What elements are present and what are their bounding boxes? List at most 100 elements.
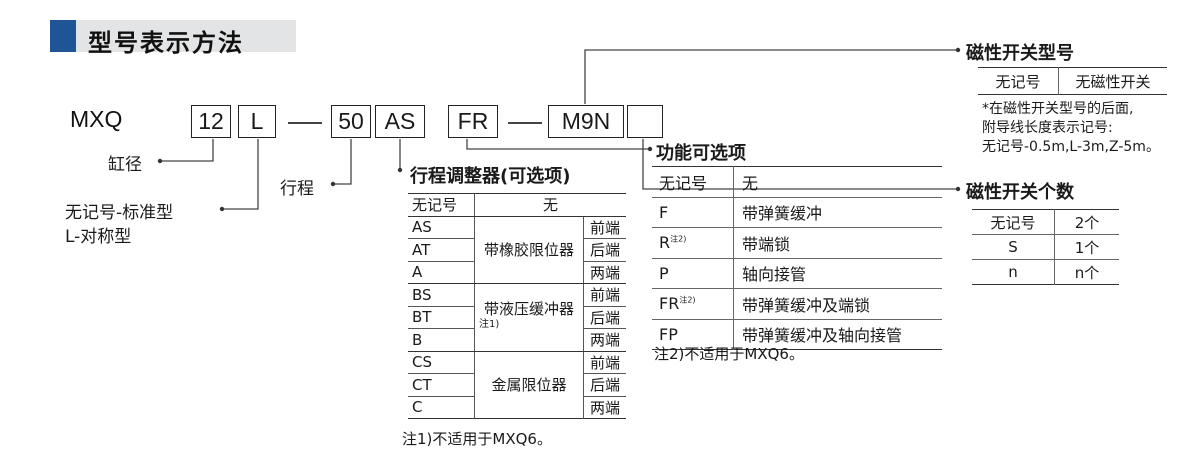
switch-count-box — [627, 105, 663, 138]
table-cell: 前端 — [583, 216, 626, 239]
table-cell: CT — [408, 373, 475, 397]
table-row: C 两端 — [408, 396, 626, 419]
table-row: CT 后端 — [408, 373, 626, 397]
table-cell: 前端 — [583, 283, 626, 307]
table-cell: n个 — [1074, 263, 1100, 282]
switch-note-2: 附导线长度表示记号: — [982, 120, 1113, 136]
adjuster-table: 无记号 无 AS 带橡胶限位器 前端 AT 后端 A 两端 BS 带液压缓冲器 … — [408, 193, 626, 419]
type-label-symmetric: L-对称型 — [65, 227, 132, 247]
table-row: AT 后端 — [408, 238, 626, 262]
table-cell: AS — [408, 216, 475, 239]
table-cell: BT — [408, 306, 475, 329]
table-cell: 后端 — [583, 373, 626, 397]
table-row: B 两端 — [408, 328, 626, 352]
table-cell: F — [652, 197, 734, 228]
table-row: CS 金属限位器 前端 — [408, 351, 626, 419]
count-title: 磁性开关个数 — [966, 182, 1074, 203]
table-cell: 无 — [733, 166, 942, 198]
section-title: 型号表示方法 — [88, 29, 244, 57]
table-row: A 两端 — [408, 261, 626, 284]
switch-box: M9N — [548, 105, 624, 138]
table-row: 无记号 无 — [408, 193, 626, 217]
table-row: 无记号 无磁性开关 — [978, 67, 1167, 95]
group-name-cell: 带液压缓冲器 注1) — [473, 283, 585, 352]
separator-dash — [508, 122, 542, 124]
count-table: 无记号 2个 S 1个 n n个 — [972, 209, 1119, 285]
code-note: 注2) — [679, 295, 696, 305]
group-name: 带橡胶限位器 — [473, 216, 585, 284]
code-note: 注2) — [670, 234, 687, 244]
type-label-standard: 无记号-标准型 — [65, 203, 174, 223]
table-row: S 1个 — [972, 234, 1119, 260]
table-cell: 两端 — [583, 261, 626, 284]
table-cell: 无磁性开关 — [1075, 72, 1151, 91]
group-note: 注1) — [479, 319, 500, 331]
table-cell: FP — [652, 319, 734, 350]
switch-title: 磁性开关型号 — [966, 43, 1074, 64]
separator-dash — [288, 122, 322, 124]
table-cell: 带弹簧缓冲 — [733, 197, 942, 228]
table-cell: 带弹簧缓冲及轴向接管 — [742, 326, 903, 346]
table-row: AS 带橡胶限位器 前端 — [408, 216, 626, 284]
table-row: FP 带弹簧缓冲及轴向接管 — [652, 319, 942, 350]
function-title: 功能可选项 — [656, 143, 746, 164]
code-text: R — [659, 233, 671, 253]
table-cell: R注2) — [652, 227, 734, 259]
switch-note-1: *在磁性开关型号的后面, — [982, 101, 1134, 117]
table-cell: BS — [408, 283, 475, 307]
model-prefix: MXQ — [70, 106, 123, 132]
table-row: BT 后端 — [408, 306, 626, 329]
section-title-bar — [50, 20, 296, 52]
type-box: L — [238, 105, 276, 138]
table-cell: 后端 — [583, 238, 626, 262]
table-row: 无记号 2个 — [972, 209, 1119, 235]
table-cell: 无记号 — [408, 193, 475, 217]
table-cell: n — [972, 259, 1055, 285]
table-cell: 前端 — [583, 351, 626, 374]
stroke-box: 50 — [331, 105, 371, 138]
table-row: F 带弹簧缓冲 — [652, 197, 942, 228]
adjuster-footnote: 注1)不适用于MXQ6。 — [402, 430, 552, 448]
table-row: 无记号 无 — [652, 166, 942, 198]
stroke-label: 行程 — [280, 179, 314, 199]
table-cell: 无 — [474, 193, 626, 217]
table-row: n n个 — [972, 259, 1119, 285]
table-cell: 无记号 — [972, 209, 1055, 235]
table-row: BS 带液压缓冲器 注1) 前端 — [408, 283, 626, 352]
table-cell: CS — [408, 351, 475, 374]
table-cell: 2个 — [1054, 209, 1119, 235]
title-marker — [50, 20, 76, 52]
table-cell: 两端 — [583, 328, 626, 352]
bore-box: 12 — [191, 105, 231, 138]
table-row: FR注2) 带弹簧缓冲及端锁 — [652, 288, 942, 320]
bore-label: 缸径 — [108, 155, 142, 175]
table-cell: 无记号 — [978, 67, 1059, 95]
table-cell: FR注2) — [652, 288, 734, 320]
function-box: FR — [448, 105, 498, 138]
table-cell: P — [652, 258, 734, 289]
table-cell: S — [972, 234, 1055, 260]
table-cell: 带弹簧缓冲及端锁 — [733, 288, 942, 320]
table-cell: 带端锁 — [733, 227, 942, 259]
switch-note-3: 无记号-0.5m,L-3m,Z-5m。 — [982, 139, 1160, 155]
code-text: FR — [659, 294, 680, 314]
function-table: 无记号 无 F 带弹簧缓冲 R注2) 带端锁 P 轴向接管 FR注2) 带弹簧缓… — [652, 166, 942, 350]
table-row: P 轴向接管 — [652, 258, 942, 289]
table-cell: 1个 — [1054, 234, 1119, 260]
table-cell: 轴向接管 — [733, 258, 942, 289]
table-cell: AT — [408, 238, 475, 262]
adjuster-box: AS — [375, 105, 425, 138]
table-cell: 无记号 — [652, 166, 734, 198]
table-row: R注2) 带端锁 — [652, 227, 942, 259]
table-cell: 两端 — [590, 398, 621, 417]
table-cell: C — [412, 398, 423, 417]
switch-table: 无记号 无磁性开关 — [978, 67, 1167, 95]
table-cell: B — [408, 328, 475, 352]
function-footnote: 注2)不适用于MXQ6。 — [654, 345, 804, 363]
group-name: 金属限位器 — [473, 351, 585, 419]
group-name: 带液压缓冲器 — [484, 300, 575, 319]
adjuster-title: 行程调整器(可选项) — [410, 166, 571, 187]
table-cell: A — [408, 261, 475, 284]
table-cell: 后端 — [583, 306, 626, 329]
